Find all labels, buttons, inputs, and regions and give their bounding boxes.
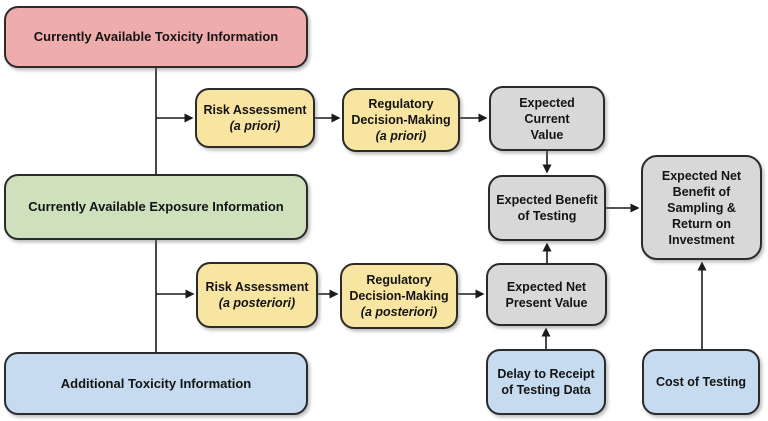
box-expected-benefit-of-testing: Expected Benefit of Testing [488,175,606,241]
box-delay-to-receipt-of-testing-data: Delay to Receipt of Testing Data [486,349,606,415]
box-label: Present Value [505,295,588,310]
box-label: Risk Assessment [205,280,309,294]
box-label: of Testing [517,209,577,223]
box-regulatory-decision-making-a-priori: Regulatory Decision-Making (a priori) [342,88,460,152]
box-regulatory-decision-making-a-posteriori: Regulatory Decision-Making (a posteriori… [340,263,458,329]
box-label-latin: (a priori) [229,119,281,133]
box-label-latin: (a posteriori) [218,296,296,310]
box-additional-toxicity-information: Additional Toxicity Information [4,352,308,415]
box-label: Risk Assessment [203,103,307,117]
box-label: Expected Net [506,279,587,294]
box-label: Delay to Receipt [497,367,595,381]
box-label: Return on [671,216,732,231]
box-label-latin: (a posteriori) [360,305,438,319]
box-currently-available-exposure-information: Currently Available Exposure Information [4,174,308,240]
box-label: Regulatory [366,273,432,287]
box-label: Expected Current [519,95,575,126]
box-label: Sampling & [667,200,736,215]
box-label: Decision-Making [349,289,449,303]
box-risk-assessment-a-priori: Risk Assessment (a priori) [195,88,315,148]
box-label-latin: (a priori) [375,129,427,143]
box-label: Expected Net [661,168,742,183]
box-cost-of-testing: Cost of Testing [642,349,760,415]
box-expected-net-benefit-of-sampling-and-return-on-investment: Expected Net Benefit of Sampling & Retur… [641,155,762,260]
box-label: Currently Available Toxicity Information [33,29,279,44]
box-label: Cost of Testing [655,375,747,389]
box-label: Benefit of [672,184,731,199]
box-currently-available-toxicity-information: Currently Available Toxicity Information [4,6,308,68]
box-label: of Testing Data [501,383,591,397]
box-label: Decision-Making [351,113,451,127]
box-label: Regulatory [368,97,434,111]
box-expected-net-present-value: Expected Net Present Value [486,263,607,326]
box-label: Currently Available Exposure Information [28,199,284,214]
box-label: Investment [668,232,735,247]
box-label: Expected Benefit [496,193,598,207]
box-label: Additional Toxicity Information [60,375,252,391]
box-label: Value [530,127,564,142]
box-expected-current-value: Expected Current Value [489,86,605,151]
box-risk-assessment-a-posteriori: Risk Assessment (a posteriori) [196,262,318,328]
